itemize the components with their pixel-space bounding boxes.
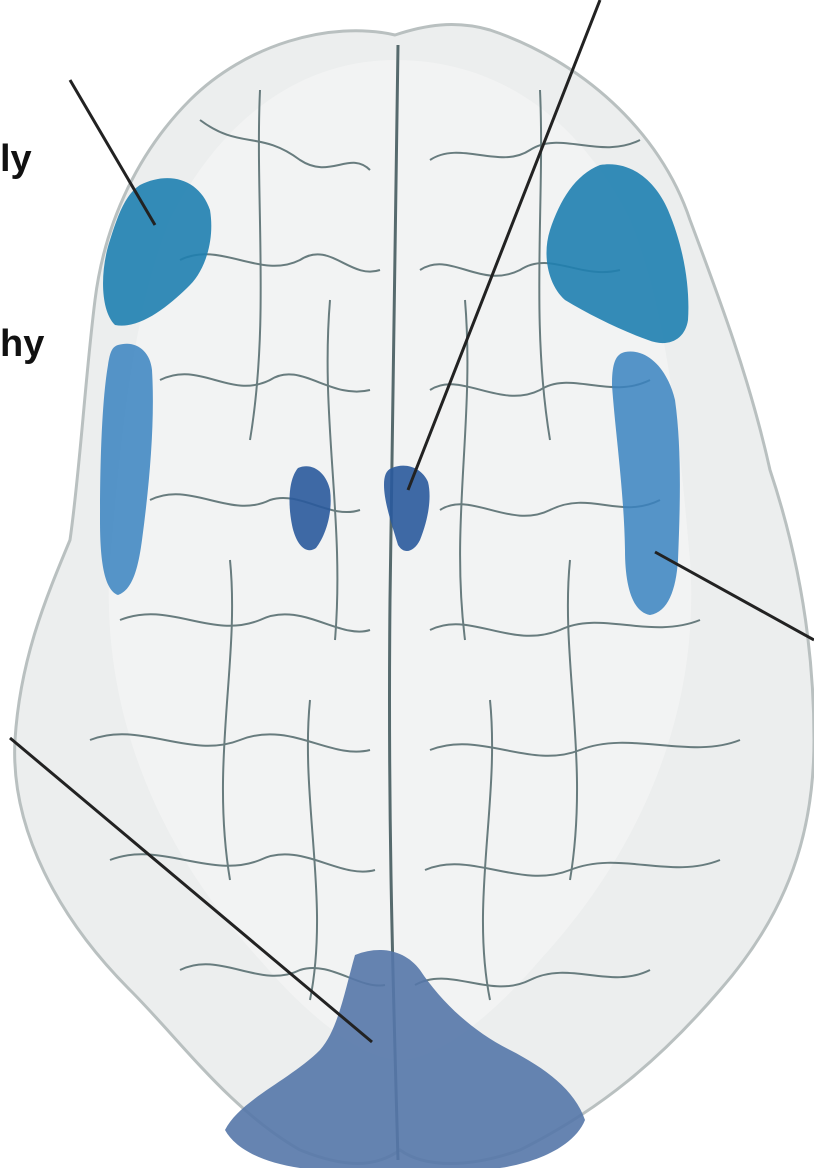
pointer-line-top-left <box>70 80 155 225</box>
region-label-1: ly <box>0 140 32 178</box>
region-label-2: hy <box>0 325 44 363</box>
